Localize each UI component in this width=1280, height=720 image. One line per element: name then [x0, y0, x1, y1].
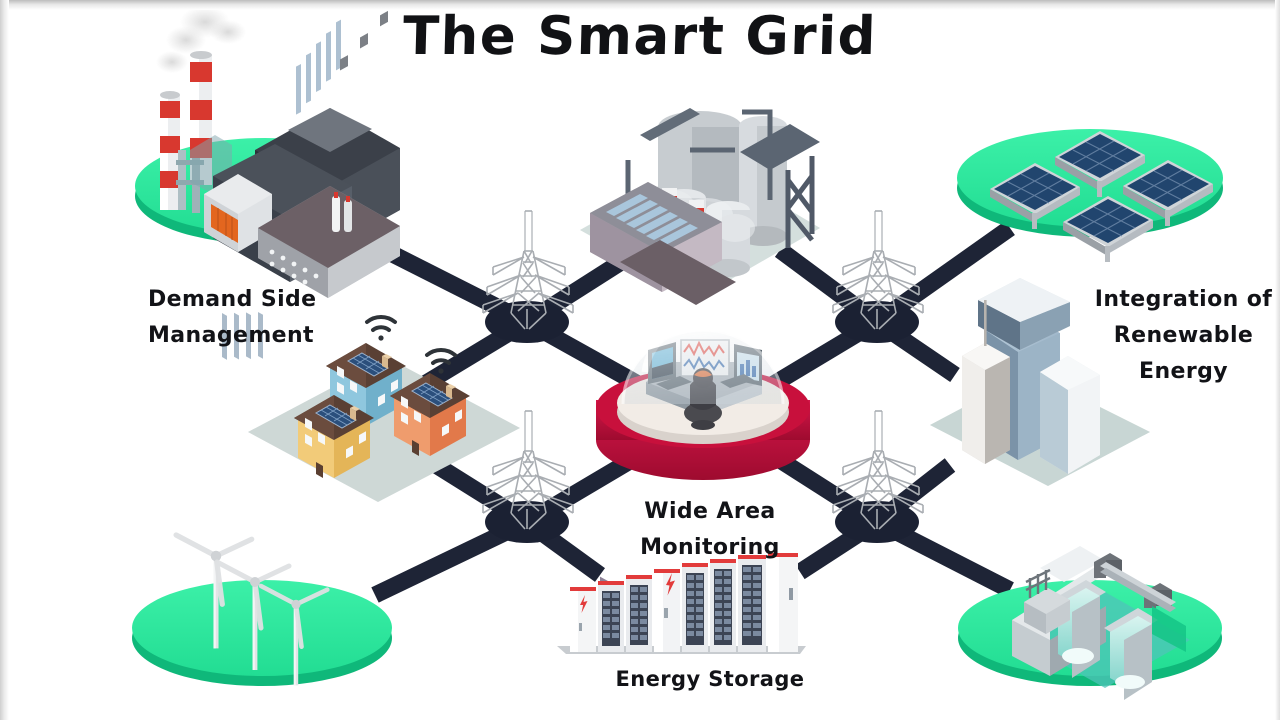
- transmission-tower-northeast[interactable]: [832, 210, 924, 330]
- battery-cabinet: [768, 553, 798, 652]
- transmission-tower-northwest[interactable]: [482, 210, 574, 330]
- label-demand-side-management: Demand Side Management: [148, 287, 317, 348]
- building-left-slim: [962, 300, 1010, 464]
- battery-cabinet: [570, 587, 596, 652]
- battery-cabinet: [682, 563, 708, 652]
- building-right: [1040, 356, 1100, 474]
- factory-smoke: [156, 6, 246, 73]
- factory-furnace: [204, 174, 272, 252]
- node-factory-group[interactable]: [135, 6, 400, 360]
- battery-cabinet: [654, 569, 680, 652]
- node-hydro-group[interactable]: [958, 546, 1222, 700]
- battery-cabinet: [598, 581, 624, 652]
- wifi-icon-house-blue: [365, 314, 397, 341]
- plant-gantry: [740, 124, 820, 248]
- battery-cabinet-row: [570, 553, 798, 652]
- node-solar-group[interactable]: [957, 129, 1223, 263]
- page-title: The Smart Grid: [402, 6, 878, 67]
- node-wind-group[interactable]: [132, 535, 392, 686]
- battery-cabinet: [710, 559, 736, 652]
- node-battery-group[interactable]: [557, 553, 806, 654]
- factory-silos: [332, 192, 352, 232]
- label-integration-of-renewable-energy: Integration of Renewable Energy: [1094, 287, 1273, 384]
- node-power-plant-group[interactable]: [580, 108, 820, 632]
- hydro-powerhouse: [1024, 568, 1070, 634]
- battery-cabinet: [738, 555, 766, 652]
- node-control-room-group[interactable]: [596, 327, 810, 480]
- transmission-tower-southeast[interactable]: [832, 410, 924, 530]
- hydro-spillway-2: [1104, 608, 1158, 700]
- node-buildings-group[interactable]: [930, 0, 1150, 720]
- factory-smokestack-short: [160, 91, 180, 210]
- label-wide-area-monitoring: Wide Area Monitoring: [640, 499, 780, 560]
- hydro-crest-walkway: [1100, 562, 1176, 612]
- hydro-shoulder: [1152, 606, 1186, 652]
- battery-cabinet: [626, 575, 652, 652]
- plant-conveyor: [640, 108, 700, 141]
- plant-plinth: [620, 240, 736, 305]
- factory-annex: [258, 10, 400, 298]
- node-houses-group[interactable]: [248, 314, 520, 502]
- control-room-glass-dome: [621, 327, 785, 405]
- label-energy-storage: Energy Storage: [615, 667, 805, 691]
- wifi-icon-house-orange: [425, 347, 457, 374]
